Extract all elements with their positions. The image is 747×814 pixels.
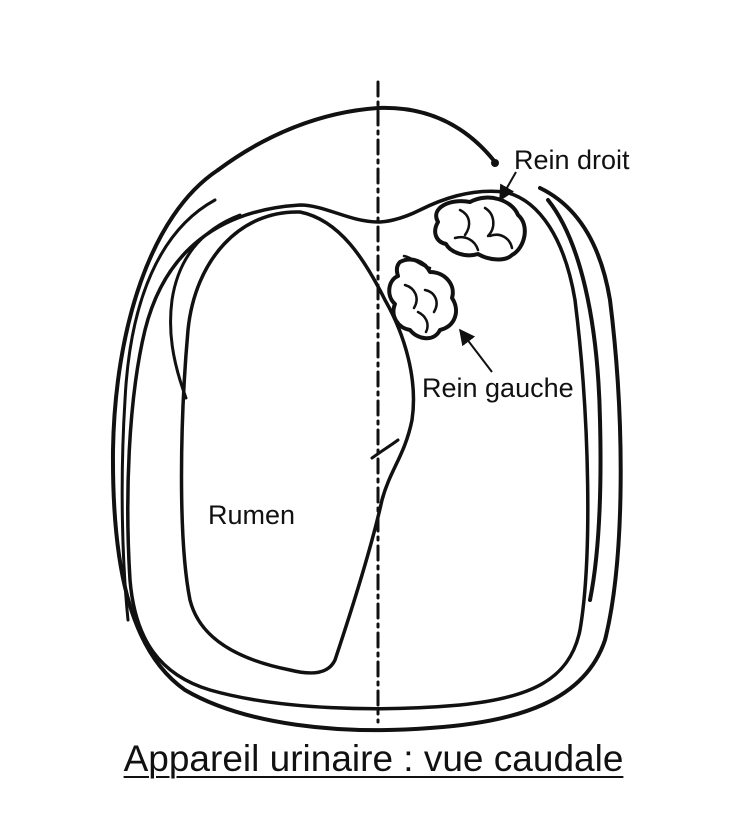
label-left-kidney: Rein gauche [422, 373, 574, 403]
dorsal-spine-outline [216, 105, 497, 172]
inner-peritoneum-left-outer [120, 198, 217, 622]
diagram-caption: Appareil urinaire : vue caudale [123, 738, 624, 779]
right-kidney-shape [433, 195, 527, 262]
rumen-fold [370, 438, 400, 460]
rumen-outline [179, 210, 416, 675]
inner-body-wall [126, 189, 590, 711]
inner-peritoneum-left [169, 213, 242, 400]
right-kidney-pointer [499, 171, 517, 202]
left-kidney-pointer [459, 328, 493, 373]
label-rumen: Rumen [208, 500, 295, 530]
dorsal-spine-tip [491, 159, 499, 167]
outer-body-wall [110, 168, 623, 733]
label-right-kidney: Rein droit [514, 145, 630, 175]
left-kidney-shape [387, 254, 458, 341]
outer-body-wall-right [546, 198, 603, 602]
